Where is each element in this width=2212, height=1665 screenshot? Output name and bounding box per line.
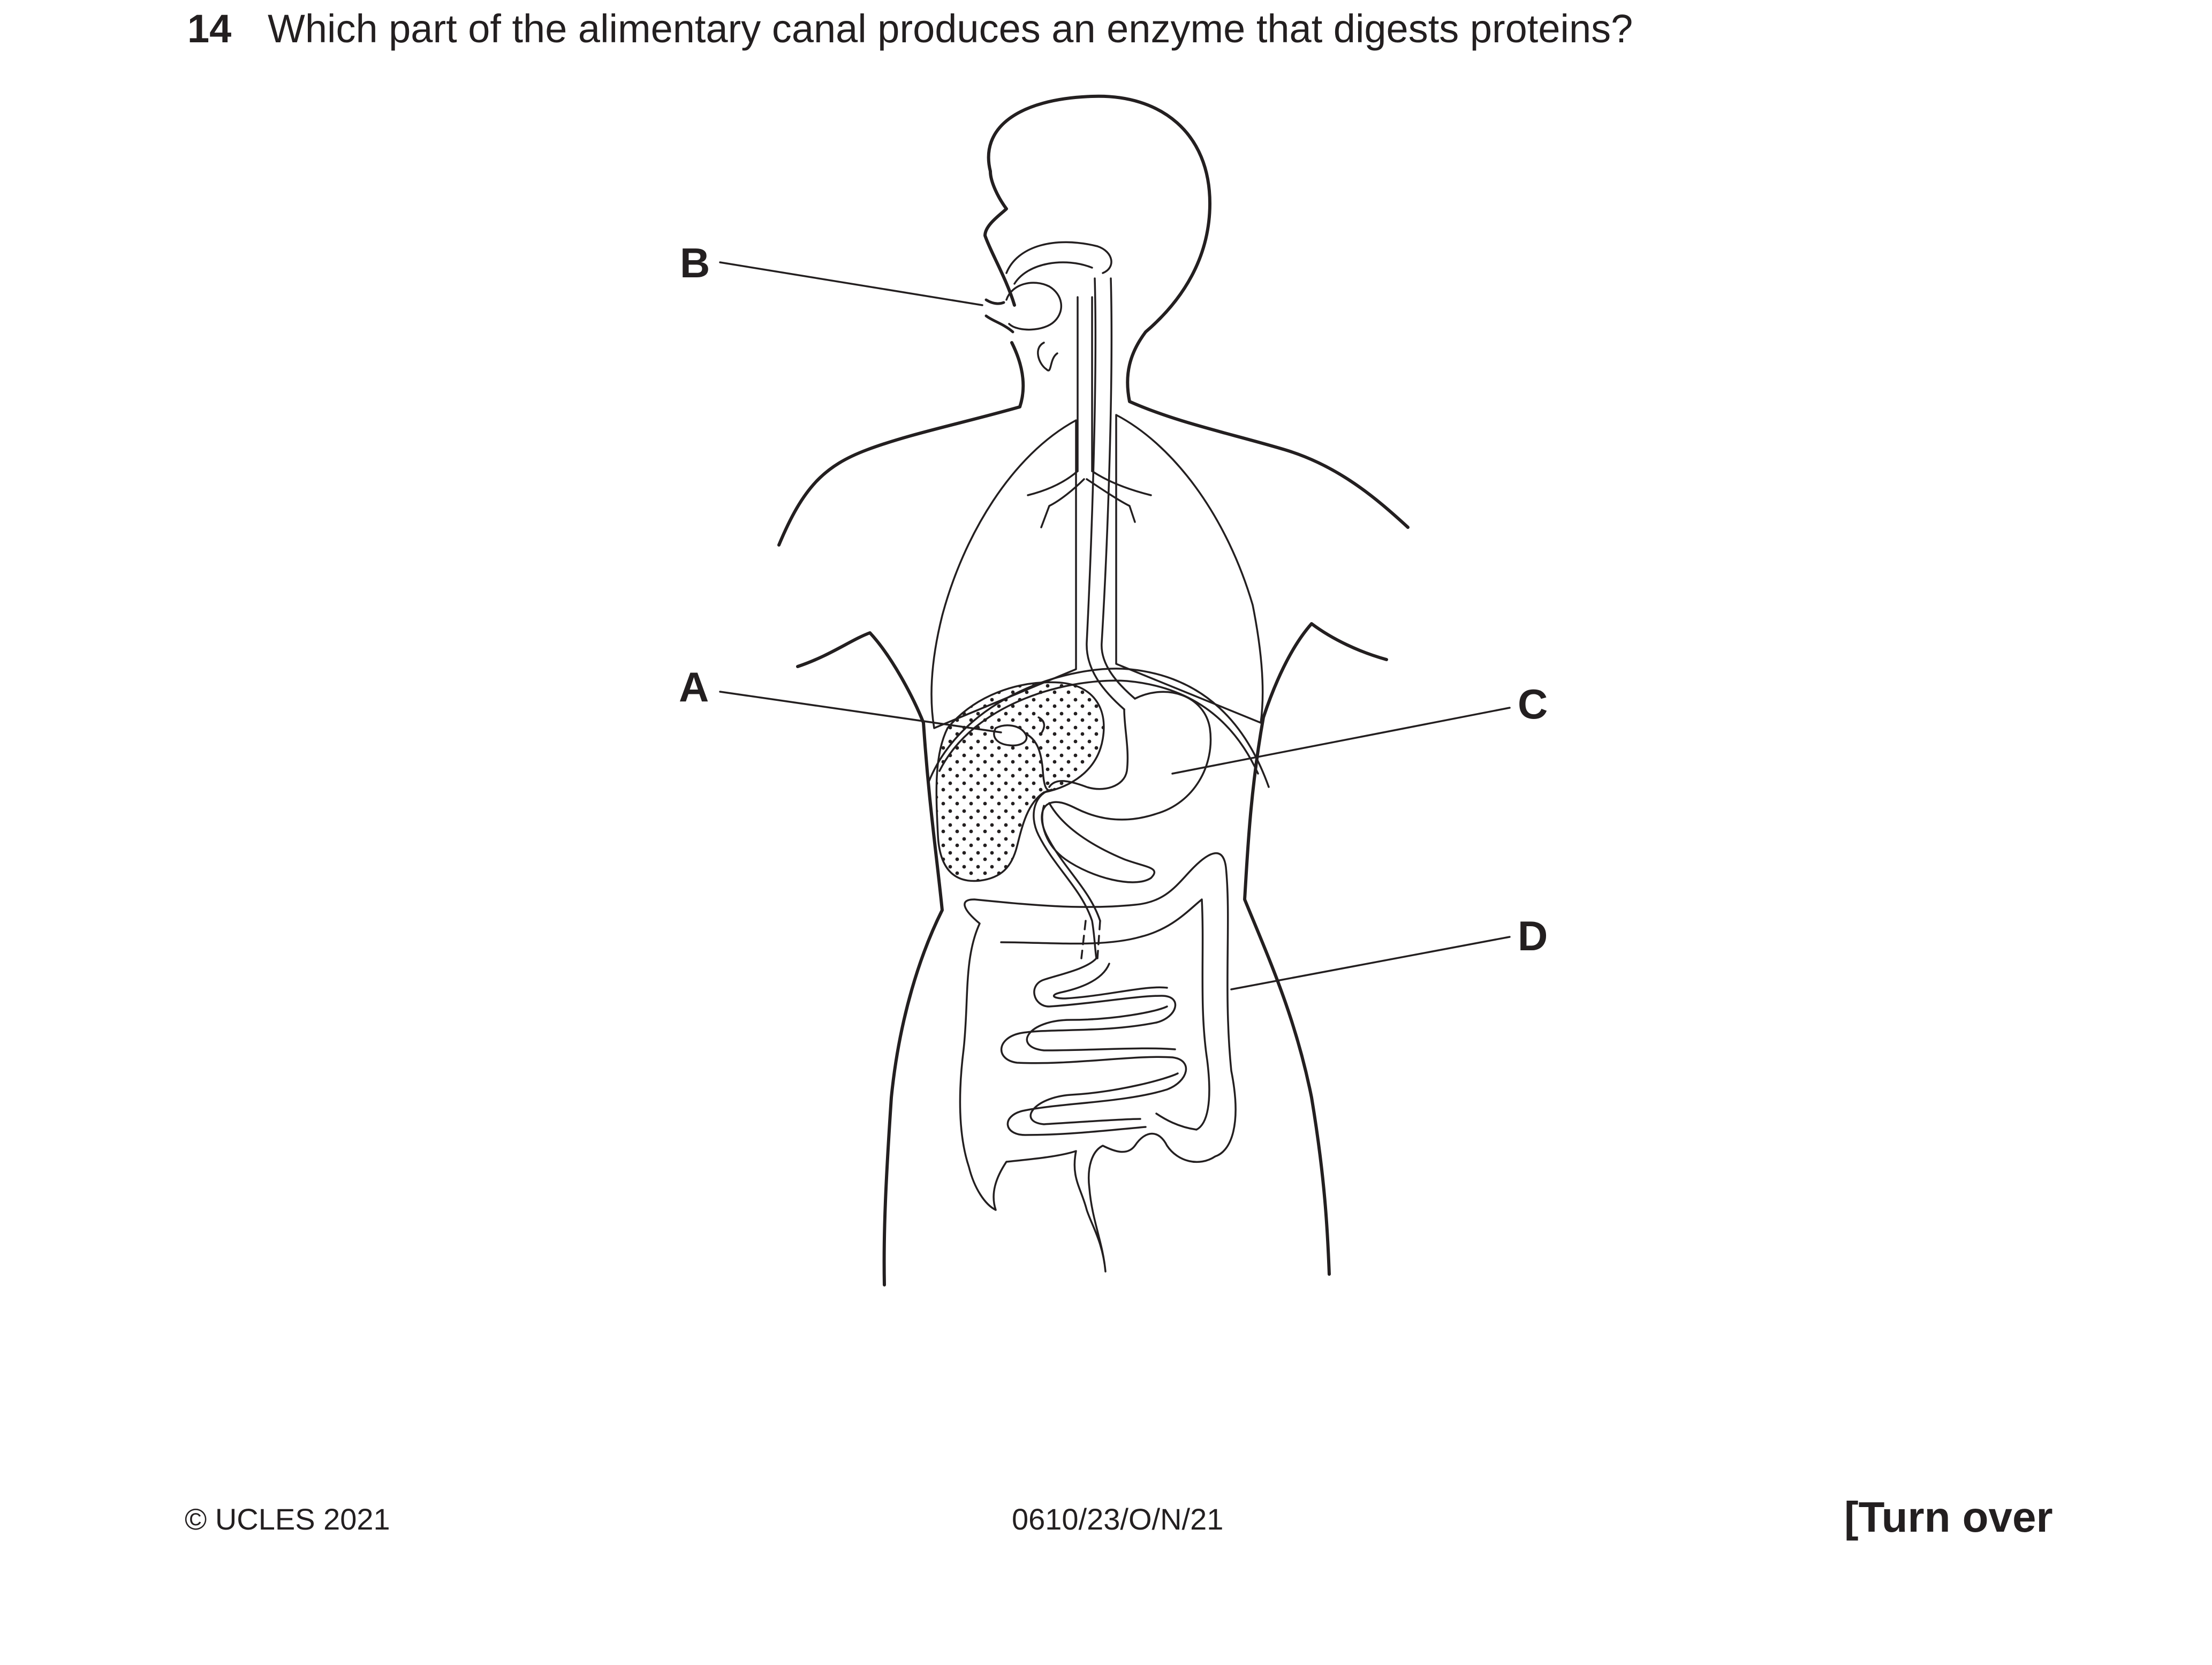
colon-inner: [1000, 898, 1210, 1131]
label-a: A: [679, 663, 709, 710]
gall-bladder: [993, 724, 1028, 747]
leader-line-b: [719, 261, 983, 306]
left-arm-outline: [796, 631, 944, 1286]
oral-cavity: [1005, 241, 1112, 285]
paper-code: 0610/23/O/N/21: [1012, 1502, 1224, 1536]
right-arm-outline: [1243, 622, 1388, 1276]
question: 14 Which part of the alimentary canal pro…: [187, 2, 1633, 56]
leader-line-c: [1171, 707, 1511, 775]
right-lung: [1115, 414, 1264, 724]
question-number: 14: [187, 6, 232, 51]
bile-duct: [1024, 716, 1053, 791]
copyright: © UCLES 2021: [185, 1502, 390, 1536]
left-lung: [930, 419, 1077, 729]
head-outline: [983, 94, 1410, 529]
mouth-upper-lip: [984, 298, 1005, 305]
bronchus-left: [1027, 470, 1085, 528]
duodenum: [1033, 789, 1101, 959]
small-intestine-inner: [1026, 963, 1179, 1125]
label-b: B: [680, 239, 710, 286]
label-c: C: [1518, 680, 1548, 728]
duodenum-dashed: [1080, 920, 1101, 959]
liver: [935, 681, 1105, 882]
colon: [959, 852, 1237, 1273]
small-intestine: [1000, 957, 1187, 1136]
question-text: Which part of the alimentary canal produ…: [268, 6, 1633, 51]
leader-line-a: [719, 691, 1002, 733]
epiglottis: [1037, 342, 1058, 372]
oesophagus: [1086, 277, 1136, 710]
trachea: [1077, 296, 1093, 472]
tongue: [1005, 282, 1063, 331]
bronchus-right: [1086, 470, 1152, 523]
leader-line-d: [1230, 936, 1511, 990]
label-d: D: [1518, 912, 1548, 959]
mouth-lower-lip: [984, 314, 1014, 334]
turn-over: [Turn over: [1844, 1493, 2053, 1541]
pancreas: [1041, 802, 1155, 883]
neck-front-outline: [777, 341, 1025, 547]
